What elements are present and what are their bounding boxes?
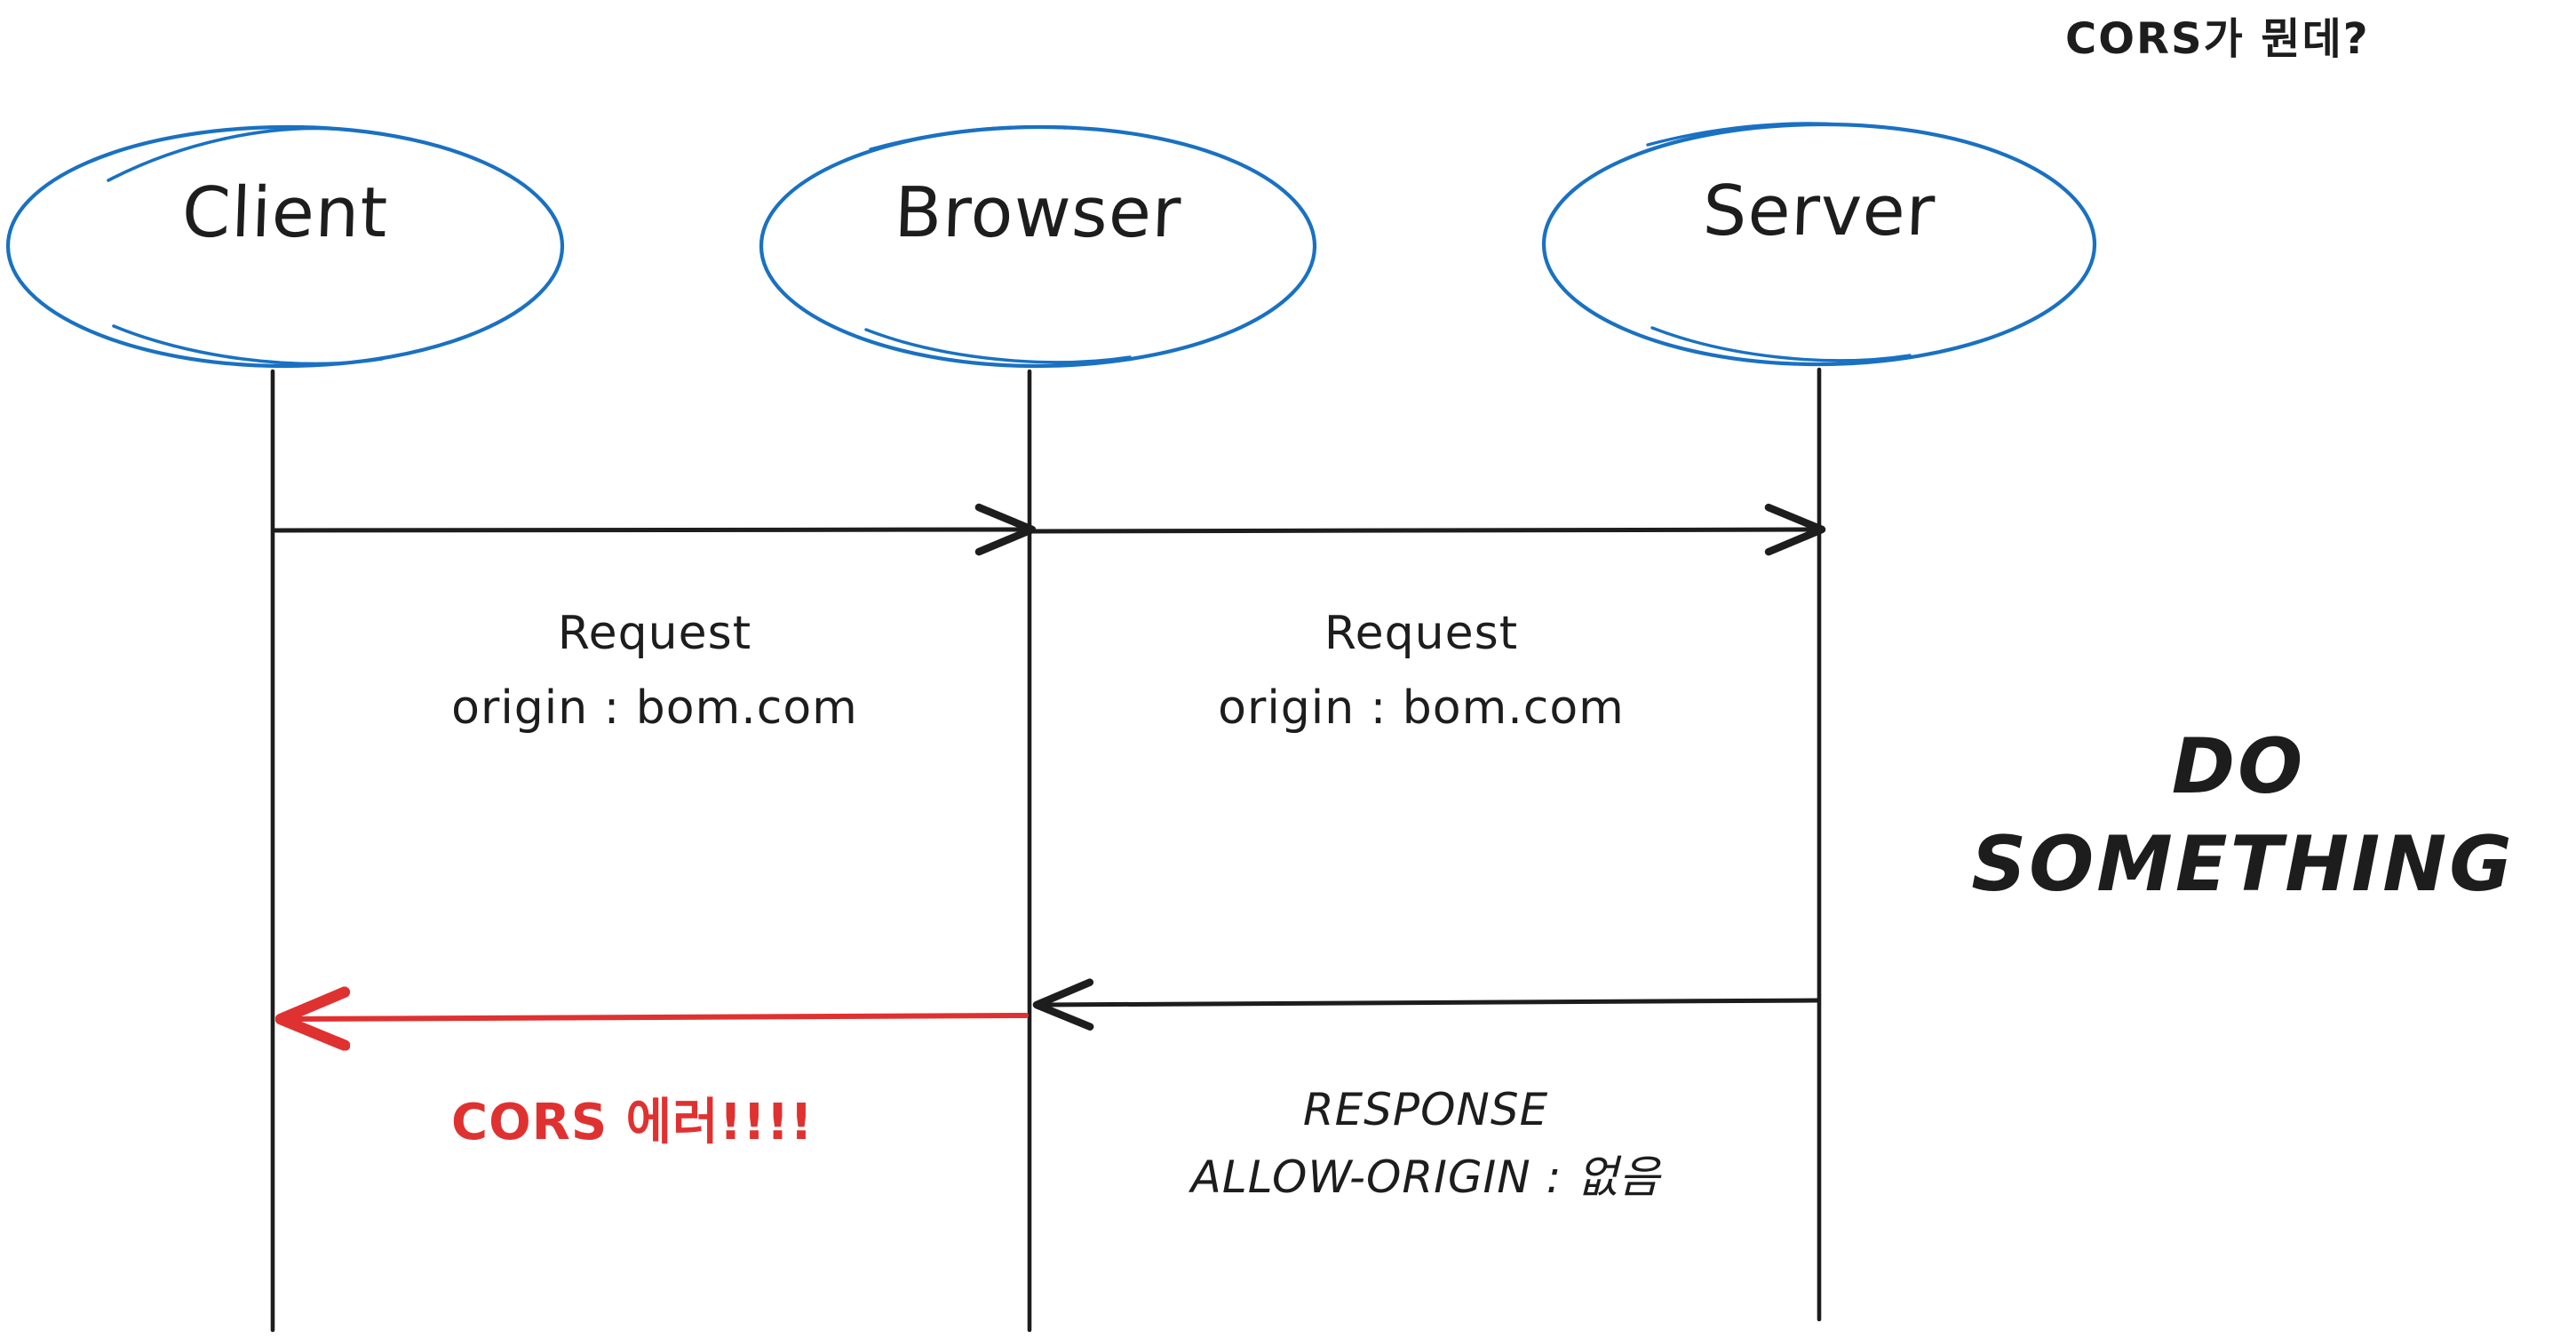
annotation-do-something-line2: SOMETHING	[1971, 820, 2515, 909]
participant-ellipse-server[interactable]	[1541, 122, 2097, 367]
diagram-title: CORS가 뭔데?	[2065, 14, 2370, 64]
arrow-server-to-browser-response	[1032, 978, 1820, 1031]
participant-label-client: Client	[180, 173, 390, 253]
message-label-server-browser-response-line2: ALLOW-ORIGIN : 없음	[1190, 1151, 1661, 1203]
message-label-browser-server-request-line1: Request	[1324, 607, 1519, 660]
arrow-browser-to-client-cors-error	[286, 1015, 1029, 1019]
participant-ellipse-browser[interactable]	[759, 124, 1317, 369]
participant-label-server: Server	[1701, 171, 1937, 251]
annotation-do-something-line1: DO	[2171, 722, 2306, 811]
message-label-client-browser-request-line2: origin : bom.com	[451, 681, 858, 735]
message-label-browser-server-request-line2: origin : bom.com	[1218, 681, 1625, 735]
participant-label-browser: Browser	[893, 173, 1183, 253]
arrow-browser-to-server-request	[1030, 503, 1826, 556]
message-label-client-browser-request-line1: Request	[557, 607, 752, 660]
message-label-cors-error: CORS 에러!!!!	[451, 1094, 814, 1151]
message-label-server-browser-response-line1: RESPONSE	[1302, 1084, 1549, 1135]
participant-ellipse-client[interactable]	[5, 124, 565, 369]
